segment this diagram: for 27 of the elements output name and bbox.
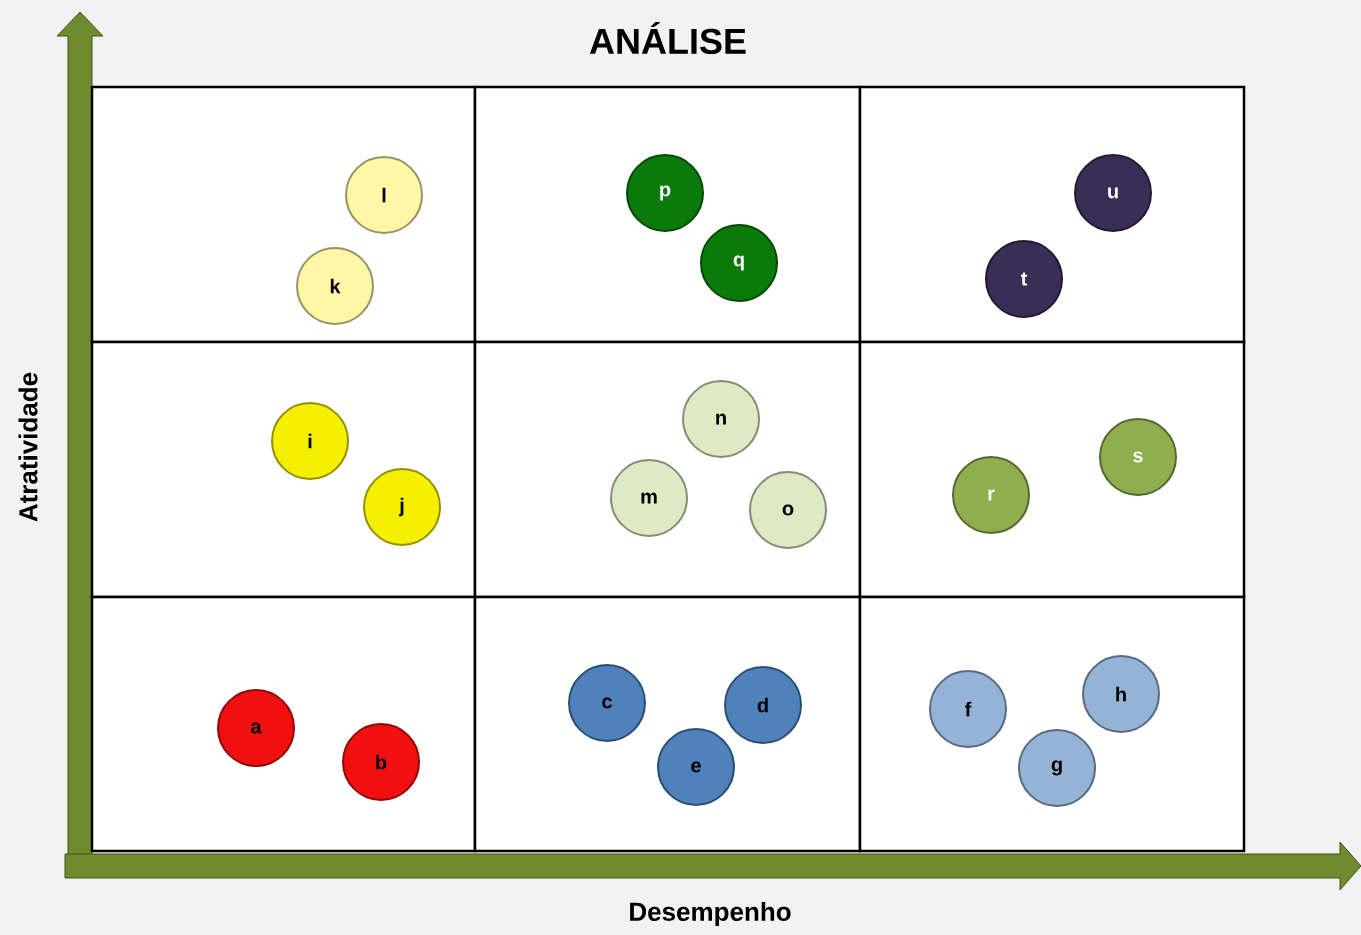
ball: i [271, 402, 349, 480]
ball: h [1082, 655, 1160, 733]
ball: e [657, 728, 735, 806]
ball: u [1074, 154, 1152, 232]
ball: k [296, 247, 374, 325]
ball: d [724, 666, 802, 744]
ball: f [929, 670, 1007, 748]
ball: l [345, 156, 423, 234]
ball: r [952, 456, 1030, 534]
title: ANÁLISE [589, 21, 746, 55]
axis-label: Desempenho [630, 901, 791, 927]
ball: s [1099, 418, 1177, 496]
ball: m [610, 459, 688, 537]
ball: a [217, 689, 295, 767]
axis-label: Atratividade [18, 372, 38, 522]
grid-cell [858, 85, 1246, 344]
ball: q [700, 224, 778, 302]
ball: b [342, 723, 420, 801]
grid-cell [90, 595, 477, 853]
ball: j [363, 468, 441, 546]
ball: n [682, 380, 760, 458]
ball: c [568, 664, 646, 742]
ball: p [626, 154, 704, 232]
ball: g [1018, 729, 1096, 807]
ball: o [749, 471, 827, 549]
ball: t [985, 240, 1063, 318]
grid-cell [858, 340, 1246, 599]
